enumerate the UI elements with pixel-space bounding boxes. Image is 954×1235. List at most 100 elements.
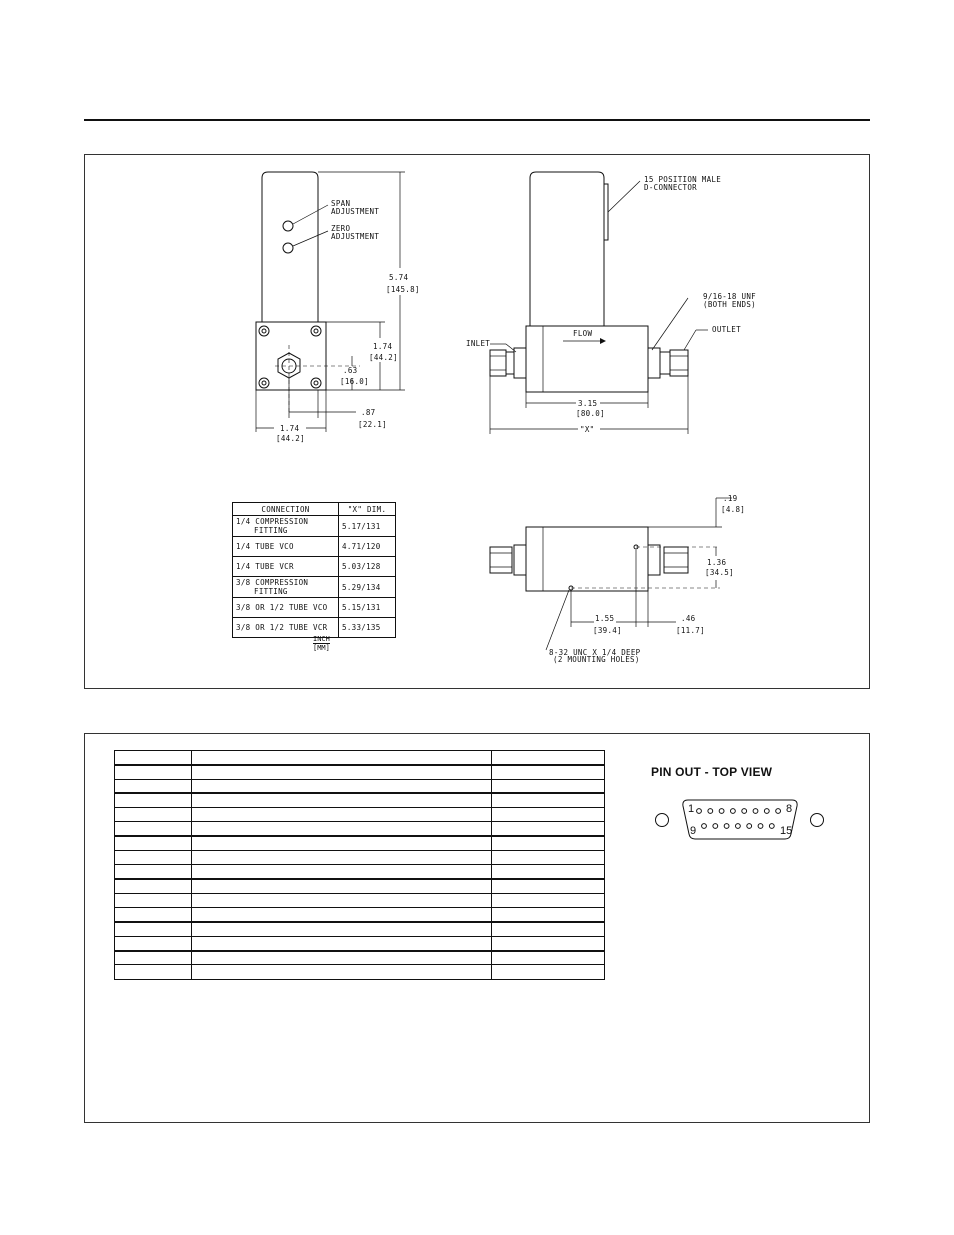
table-row [114, 950, 605, 966]
body-len-in: 3.15 [578, 399, 597, 408]
conn-dim: 5.33/135 [338, 617, 396, 638]
conn-name: 1/4 TUBE VCR [232, 556, 339, 577]
conn-dim: 5.03/128 [338, 556, 396, 577]
dimension-drawing-panel [84, 154, 870, 689]
x-dim-label: "X" [580, 425, 594, 434]
conn-name: 3/8 COMPRESSION [236, 578, 309, 587]
zero-adjust-hole [282, 242, 294, 254]
table-cell [191, 892, 492, 909]
inlet-label: INLET [466, 339, 490, 348]
hole-x-mm: [39.4] [593, 626, 622, 635]
table-row [114, 892, 605, 909]
table-cell [114, 749, 192, 766]
base-w-in: 1.74 [280, 424, 299, 433]
holes-label-2: (2 MOUNTING HOLES) [553, 655, 640, 664]
holes-label-1: 8-32 UNC X 1/4 DEEP [549, 648, 641, 657]
hole-x-in: 1.55 [595, 614, 614, 623]
table-cell [491, 878, 605, 894]
connector-label-1: 15 POSITION MALE [644, 175, 721, 184]
base-h-mm: [44.2] [369, 353, 398, 362]
top-off-in: .19 [723, 494, 737, 503]
table-cell [191, 935, 492, 952]
table-cell [491, 907, 605, 924]
table-cell [114, 964, 192, 980]
bottom-view: .19 [4.8] 1.36 [34.5] 1.55 [39.4] .46 [1… [489, 494, 745, 664]
table-cell [114, 835, 192, 852]
table-cell [491, 749, 605, 766]
span-adjust-hole [282, 220, 294, 232]
end-off-mm: [11.7] [676, 626, 705, 635]
pin-assignment-table [114, 749, 605, 980]
table-cell [114, 921, 192, 937]
table-cell [191, 850, 492, 866]
table-cell [491, 792, 605, 809]
end-off-in: .46 [681, 614, 696, 623]
port-h-in: .63 [343, 366, 357, 375]
thread-label-2: (BOTH ENDS) [703, 300, 756, 309]
conn-header: CONNECTION [232, 502, 339, 516]
table-cell [114, 764, 192, 780]
zero-label-2: ADJUSTMENT [331, 232, 379, 241]
table-row [114, 964, 605, 980]
table-cell [191, 950, 492, 966]
conn-dim: 5.17/131 [338, 515, 396, 537]
table-cell [114, 935, 192, 952]
table-cell [114, 778, 192, 795]
xdim-header: "X" DIM. [338, 502, 396, 516]
base-w-mm: [44.2] [276, 434, 305, 443]
zero-label-1: ZERO [331, 224, 350, 233]
table-cell [491, 964, 605, 980]
conn-name: 1/4 COMPRESSION [236, 517, 309, 526]
table-cell [491, 950, 605, 966]
table-row: 3/8 OR 1/2 TUBE VCR 5.33/135 [232, 617, 396, 638]
table-row: 1/4 TUBE VCR 5.03/128 [232, 556, 396, 577]
table-cell [491, 807, 605, 823]
table-cell [191, 749, 492, 766]
table-cell [191, 878, 492, 894]
table-row [114, 921, 605, 937]
table-cell [114, 864, 192, 881]
table-row [114, 821, 605, 838]
conn-name-2: FITTING [254, 587, 288, 596]
port-h-mm: [16.0] [340, 377, 369, 386]
table-row [114, 749, 605, 766]
conn-name: 3/8 OR 1/2 TUBE VCO [232, 597, 339, 618]
table-row [114, 835, 605, 852]
top-off-mm: [4.8] [721, 505, 745, 514]
table-cell [491, 764, 605, 780]
height-in: 5.74 [389, 273, 408, 282]
table-cell [191, 764, 492, 780]
mount-screws [258, 325, 322, 389]
table-cell [191, 821, 492, 838]
side-view: SPAN ADJUSTMENT ZERO ADJUSTMENT 5.74 [14… [255, 171, 420, 443]
span-label-2: ADJUSTMENT [331, 207, 379, 216]
table-cell [191, 792, 492, 809]
table-cell [114, 907, 192, 924]
table-cell [491, 935, 605, 952]
unit-label: INCH [MM] [313, 635, 330, 652]
thread-label-1: 9/16-18 UNF [703, 292, 756, 301]
table-cell [191, 807, 492, 823]
table-cell [191, 778, 492, 795]
table-cell [491, 778, 605, 795]
port-off-in: .87 [361, 408, 375, 417]
port-off-mm: [22.1] [358, 420, 387, 429]
table-row [114, 878, 605, 894]
flow-label: FLOW [573, 329, 592, 338]
base-h-in: 1.74 [373, 342, 392, 351]
table-cell [491, 850, 605, 866]
table-cell [114, 878, 192, 894]
table-cell [491, 835, 605, 852]
conn-dim: 5.15/131 [338, 597, 396, 618]
table-row [114, 792, 605, 809]
height-mm: [145.8] [386, 285, 420, 294]
conn-dim: 4.71/120 [338, 536, 396, 557]
unit-bottom: [MM] [313, 644, 330, 652]
table-row [114, 778, 605, 795]
hole-sp-mm: [34.5] [705, 568, 734, 577]
pinout-title: PIN OUT - TOP VIEW [651, 765, 773, 779]
header-rule [84, 119, 870, 121]
